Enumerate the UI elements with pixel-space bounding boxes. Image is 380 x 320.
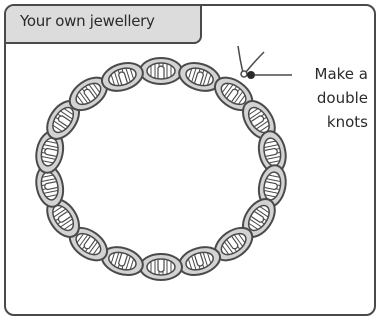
annotation-line-3: knots (300, 110, 368, 134)
knot-annotation: Make a double knots (300, 62, 368, 134)
annotation-line-1: Make a (300, 62, 368, 86)
knot-icon (241, 71, 247, 77)
knot-strings (238, 46, 264, 73)
bead (140, 58, 182, 84)
knot-pointer-dot (247, 71, 255, 79)
bead (140, 254, 182, 280)
annotation-line-2: double (300, 86, 368, 110)
bracelet-beads (33, 58, 289, 280)
